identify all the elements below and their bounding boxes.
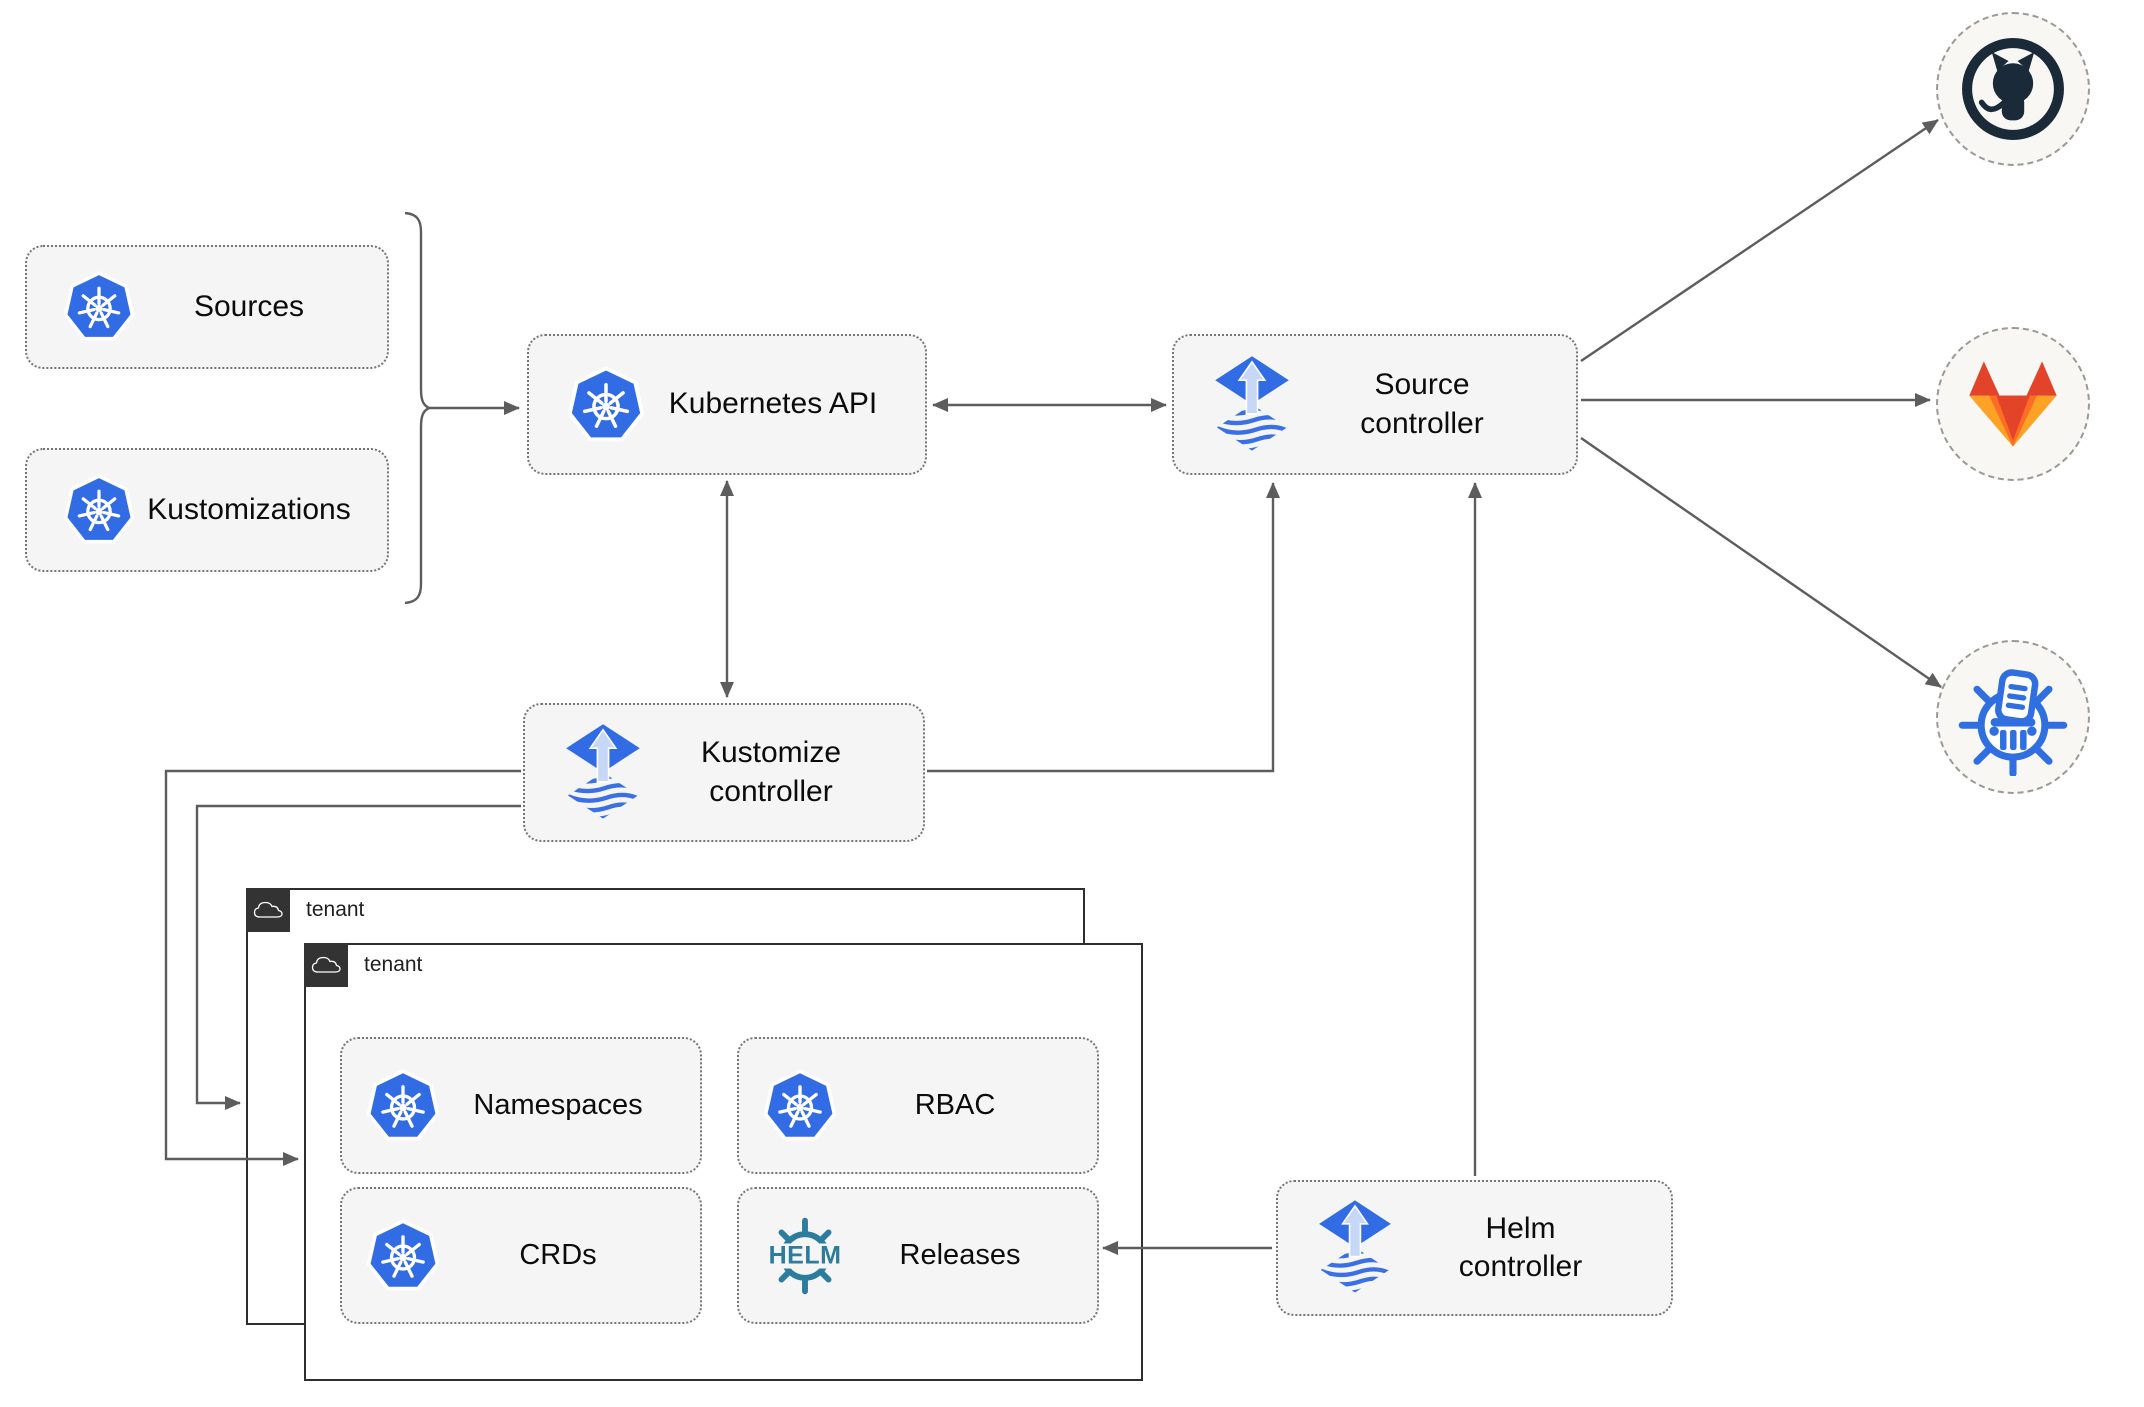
- namespaces-label: Namespaces: [473, 1088, 643, 1121]
- sources-node: Sources: [25, 245, 389, 369]
- source-controller-label: Source controller: [1292, 366, 1552, 443]
- group-curly-brace: [404, 211, 432, 605]
- kubernetes-api-label: Kubernetes API: [668, 387, 878, 421]
- kubernetes-icon: [366, 1069, 440, 1143]
- helm-controller-line2: controller: [1458, 1250, 1583, 1283]
- kustomize-controller-node: Kustomize controller: [523, 703, 925, 842]
- kubernetes-icon: [63, 271, 135, 343]
- flux-icon: [1212, 356, 1292, 454]
- source-controller-line2: controller: [1360, 406, 1484, 440]
- crds-node: CRDs: [340, 1187, 702, 1324]
- flux-icon: [563, 724, 643, 822]
- edge-source-to-chartmuseum: [1580, 437, 1942, 688]
- helm-icon: HELM: [763, 1214, 847, 1298]
- releases-label: Releases: [899, 1238, 1021, 1271]
- chartmuseum-icon: [1954, 658, 2072, 776]
- namespaces-node: Namespaces: [340, 1037, 702, 1174]
- chartmuseum-circle: [1936, 640, 2090, 794]
- flux-icon: [1316, 1200, 1394, 1296]
- edge-kustomize-to-source-controller: [927, 482, 1280, 773]
- kustomize-controller-line2: controller: [709, 774, 833, 808]
- github-icon: [1957, 33, 2069, 145]
- helm-controller-node: Helm controller: [1276, 1180, 1673, 1316]
- cloud-icon: [245, 887, 290, 932]
- kubernetes-icon: [567, 366, 645, 444]
- edge-source-to-github: [1580, 119, 1939, 362]
- sources-label: Sources: [193, 289, 305, 323]
- kustomize-controller-line1: Kustomize: [700, 736, 842, 770]
- kubernetes-icon: [63, 474, 135, 546]
- source-controller-line1: Source: [1374, 368, 1470, 402]
- releases-node: HELM Releases: [737, 1187, 1099, 1324]
- kustomize-controller-label: Kustomize controller: [643, 734, 899, 811]
- gitlab-icon: [1961, 356, 2065, 452]
- kubernetes-api-node: Kubernetes API: [527, 334, 927, 475]
- tenant-label: tenant: [306, 898, 365, 921]
- kustomizations-node: Kustomizations: [25, 448, 389, 572]
- github-circle: [1936, 12, 2090, 166]
- rbac-node: RBAC: [737, 1037, 1099, 1174]
- helm-logo-text: HELM: [767, 1241, 843, 1269]
- cloud-icon: [303, 942, 348, 987]
- kubernetes-icon: [366, 1219, 440, 1293]
- source-controller-node: Source controller: [1172, 334, 1578, 475]
- rbac-label: RBAC: [914, 1088, 996, 1121]
- helm-controller-label: Helm controller: [1394, 1210, 1647, 1287]
- gitlab-circle: [1936, 327, 2090, 481]
- helm-controller-line1: Helm: [1485, 1211, 1556, 1245]
- kubernetes-icon: [763, 1069, 837, 1143]
- crds-label: CRDs: [519, 1238, 597, 1271]
- tenant-label: tenant: [364, 953, 423, 976]
- tenant-box-front: tenant Namespaces RBAC CRDs HELM Release…: [303, 942, 1143, 1381]
- kustomizations-label: Kustomizations: [147, 492, 351, 526]
